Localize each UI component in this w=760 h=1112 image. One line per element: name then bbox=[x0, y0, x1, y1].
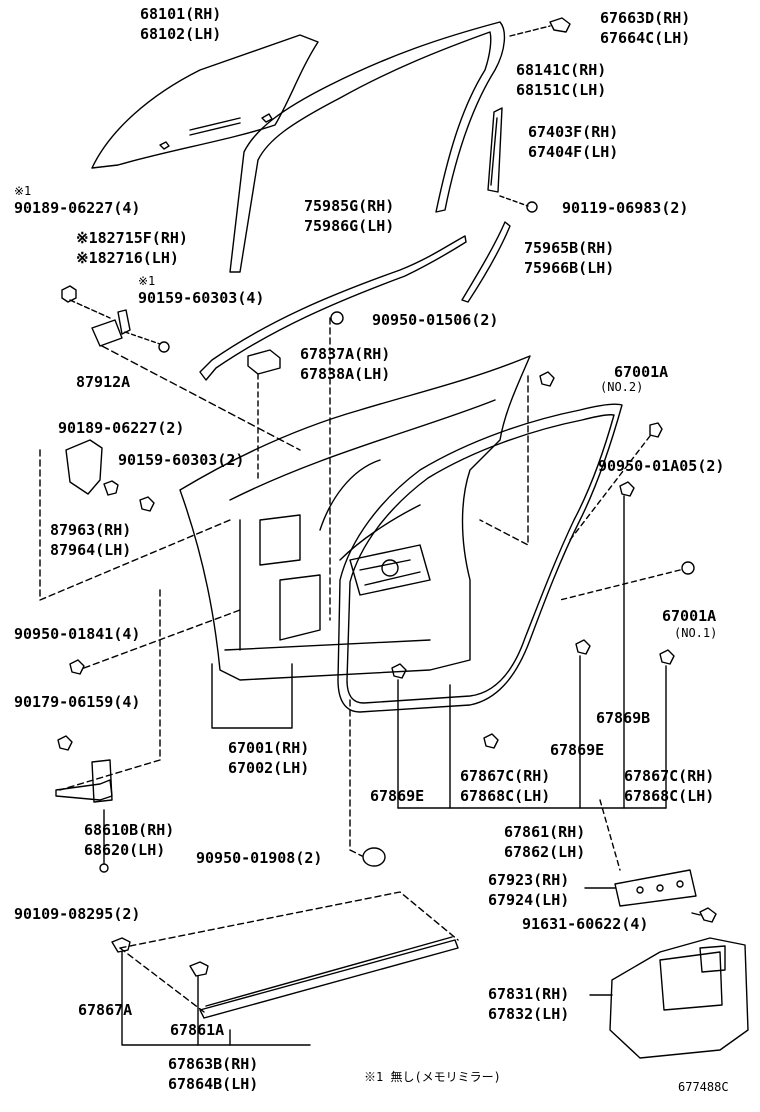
label-67403f: 67403F(RH)67404F(LH) bbox=[528, 123, 619, 161]
rear-strip bbox=[461, 221, 511, 303]
label-67867c-right: 67867C(RH)67868C(LH) bbox=[624, 767, 715, 805]
label-67869b: 67869B bbox=[596, 709, 651, 727]
clip-67867c-right bbox=[659, 649, 675, 665]
label-90109: 90109-08295(2) bbox=[14, 905, 141, 923]
label-90119: 90119-06983(2) bbox=[562, 199, 689, 217]
label-67001: 67001(RH)67002(LH) bbox=[228, 739, 310, 777]
label-67001a-no1: 67001A bbox=[662, 607, 717, 625]
label-90950-01a05: 90950-01A05(2) bbox=[598, 457, 725, 475]
clip-67001a-no2 bbox=[539, 371, 555, 387]
clip-67869e-left bbox=[391, 663, 407, 679]
leader-lines bbox=[211, 663, 701, 996]
grommet-01506 bbox=[329, 311, 344, 621]
label-90189-2: 90189-06227(2) bbox=[58, 419, 185, 437]
mirror-bracket-parts bbox=[61, 285, 301, 451]
clip-67869b bbox=[619, 481, 635, 497]
label-67663d: 67663D(RH)67664C(LH) bbox=[600, 9, 691, 47]
grommet-01a05 bbox=[649, 422, 663, 438]
illustration-code: 677488C bbox=[678, 1080, 729, 1094]
label-90159-2: 90159-60303(2) bbox=[118, 451, 245, 469]
left-hardware bbox=[55, 589, 241, 873]
bracket-67923 bbox=[614, 869, 717, 923]
label-75965b: 75965B(RH)75966B(LH) bbox=[524, 239, 615, 277]
service-hole-cover bbox=[609, 937, 749, 1059]
plug-01908 bbox=[349, 699, 386, 867]
note-mark-1a: ※1 bbox=[14, 184, 32, 198]
label-67863b: 67863B(RH)67864B(LH) bbox=[168, 1055, 259, 1093]
label-67861a: 67861A bbox=[170, 1021, 225, 1039]
label-75985g: 75985G(RH)75986G(LH) bbox=[304, 197, 395, 235]
clip-67001a-no1 bbox=[681, 561, 695, 575]
clip-67867c-mid bbox=[483, 733, 499, 749]
label-68141c: 68141C(RH)68151C(LH) bbox=[516, 61, 607, 99]
label-68610b: 68610B(RH)68620(LH) bbox=[84, 821, 175, 859]
label-91631: 91631-60622(4) bbox=[522, 915, 649, 933]
clip-67869e-right bbox=[575, 639, 591, 655]
label-90159-4: 90159-60303(4) bbox=[138, 289, 265, 307]
label-67867c-mid: 67867C(RH)67868C(LH) bbox=[460, 767, 551, 805]
run-channel bbox=[487, 107, 538, 213]
label-67867a: 67867A bbox=[78, 1001, 133, 1019]
label-67001a-no2: 67001A bbox=[614, 363, 669, 381]
note-mark-1b: ※1 bbox=[138, 274, 156, 288]
front-door-panel bbox=[179, 355, 531, 681]
label-67837a: 67837A(RH)67838A(LH) bbox=[300, 345, 391, 383]
footnote: ※1 無し(メモリミラー) bbox=[364, 1070, 501, 1084]
label-82715f: ※182715F(RH)※182716(LH) bbox=[76, 229, 188, 267]
label-90179: 90179-06159(4) bbox=[14, 693, 141, 711]
garnish-87963 bbox=[39, 439, 231, 601]
label-no2: (NO.2) bbox=[600, 380, 644, 394]
label-67831: 67831(RH)67832(LH) bbox=[488, 985, 570, 1023]
belt-moulding bbox=[199, 235, 467, 381]
label-no1: (NO.1) bbox=[674, 626, 718, 640]
pad-67837a bbox=[247, 349, 281, 375]
label-67869e-right: 67869E bbox=[550, 741, 605, 759]
label-90950-01841: 90950-01841(4) bbox=[14, 625, 141, 643]
label-90950-01506: 90950-01506(2) bbox=[372, 311, 499, 329]
door-glass bbox=[91, 34, 319, 169]
label-67861: 67861(RH)67862(LH) bbox=[504, 823, 586, 861]
window-frame-moulding bbox=[229, 21, 506, 273]
label-90950-01908: 90950-01908(2) bbox=[196, 849, 323, 867]
label-90189-4: 90189-06227(4) bbox=[14, 199, 141, 217]
label-67869e-left: 67869E bbox=[370, 787, 425, 805]
label-67923: 67923(RH)67924(LH) bbox=[488, 871, 570, 909]
door-weatherstrip bbox=[337, 403, 623, 713]
window-regulator bbox=[349, 544, 431, 596]
label-87963: 87963(RH)87964(LH) bbox=[50, 521, 132, 559]
clip-67663d bbox=[509, 17, 571, 37]
sill-moulding bbox=[111, 891, 459, 1046]
label-87912a: 87912A bbox=[76, 373, 131, 391]
label-68101: 68101(RH)68102(LH) bbox=[140, 5, 222, 43]
